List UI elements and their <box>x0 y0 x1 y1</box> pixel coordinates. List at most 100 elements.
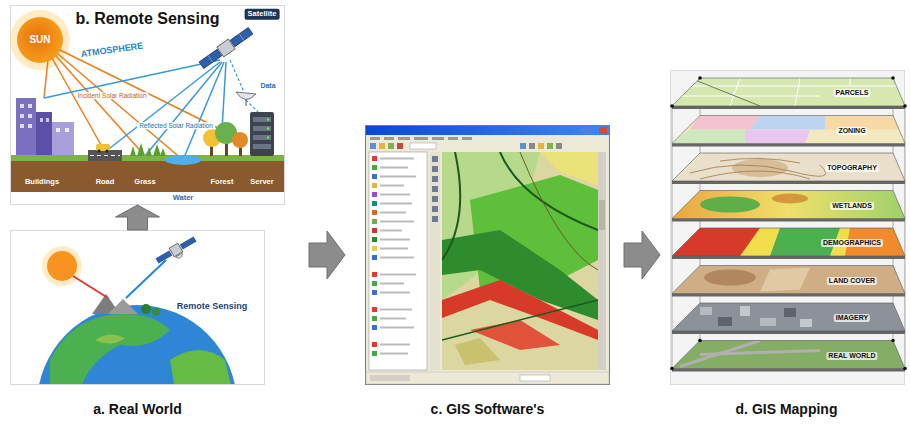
gis-software-screenshot <box>598 152 606 370</box>
gis-software-screenshot <box>430 152 440 370</box>
panel-caption: d. GIS Mapping <box>736 401 838 418</box>
layer-list <box>372 281 377 286</box>
figure-panel: b. Remote Sensing <box>10 5 285 205</box>
part-label: IMAGERY <box>834 314 870 322</box>
layer-zoning <box>672 116 899 144</box>
satellite-icon <box>176 253 184 260</box>
layer-list <box>380 344 410 346</box>
road-icon <box>88 150 122 161</box>
buildings-icon <box>16 98 74 160</box>
layer-land-cover <box>672 266 905 294</box>
layer-wetlands <box>672 191 905 219</box>
satellite-icon <box>230 28 253 47</box>
flow-arrow <box>309 231 345 279</box>
layer-parcels <box>672 106 905 109</box>
layer-zoning <box>672 116 905 147</box>
satellite-icon <box>199 49 222 68</box>
figure-panel: d. GIS Mapping <box>668 70 905 425</box>
layer-zoning <box>750 116 830 130</box>
flow-arrow <box>116 205 160 230</box>
layer-zoning <box>690 116 760 130</box>
gis-software-screenshot <box>432 176 438 182</box>
layer-parcels <box>676 96 820 97</box>
layer-list <box>380 239 410 241</box>
layer-list <box>380 353 408 355</box>
grass-icon <box>160 148 166 156</box>
figure-panel: a. Real World <box>10 230 265 425</box>
gis-software-screenshot <box>388 143 394 149</box>
layer-parcels <box>690 78 760 106</box>
layer-topography <box>672 153 905 181</box>
satellite-icon <box>180 236 197 249</box>
gis-software-screenshot <box>370 143 562 149</box>
layer-imagery <box>672 303 905 331</box>
layer-list <box>372 255 377 260</box>
grass-icon <box>153 144 161 156</box>
layer-list <box>372 192 377 197</box>
part-label: Data <box>260 82 275 90</box>
grass-icon <box>130 143 166 156</box>
layer-list <box>380 327 414 329</box>
reflected-rays <box>222 62 226 130</box>
layer-land-cover <box>672 266 905 297</box>
satellite-icon <box>155 250 172 263</box>
map-view <box>442 152 460 260</box>
satellite-icon <box>154 235 199 269</box>
layer-list <box>380 274 416 276</box>
gis-software-screenshot <box>432 156 438 222</box>
gis-software-screenshot <box>370 137 472 140</box>
layer-wetlands <box>700 197 760 213</box>
remote-sensing-illustration <box>11 6 285 205</box>
gis-software-screenshot <box>520 375 550 381</box>
buildings-icon <box>20 104 24 108</box>
layer-topography <box>700 171 810 179</box>
gis-software-screenshot <box>547 143 553 149</box>
gis-software-screenshot <box>520 143 526 149</box>
gis-software-screenshot <box>366 126 610 385</box>
layer-list <box>372 316 377 321</box>
part-label: Forest <box>211 178 234 187</box>
ground-band <box>11 155 284 192</box>
layer-list <box>372 307 377 312</box>
layer-list <box>372 174 377 179</box>
layer-imagery <box>800 319 812 327</box>
gis-software-screenshot <box>462 137 472 140</box>
part-label: REAL WORLD <box>826 351 877 359</box>
map-view <box>500 152 598 230</box>
part-label: DEMOGRAPHICS <box>821 239 883 247</box>
layer-zoning <box>672 116 905 144</box>
layer-imagery <box>672 331 905 334</box>
gis-software-screenshot <box>370 143 376 149</box>
part-label: SUN <box>29 34 50 46</box>
corner-dots <box>698 339 702 343</box>
gis-software-screenshot <box>556 143 562 149</box>
layer-list <box>372 246 377 251</box>
figure-panel: c. GIS Software's <box>365 125 610 425</box>
buildings-icon <box>28 124 32 128</box>
layer-imagery <box>740 306 750 316</box>
layer-list <box>372 351 377 356</box>
satellite-icon <box>208 56 213 63</box>
layer-real-world <box>672 341 905 369</box>
gis-software-screenshot <box>370 137 380 140</box>
layer-list <box>372 237 377 242</box>
gis-layer-stack <box>670 71 907 385</box>
sun-icon <box>47 251 77 281</box>
real-world-illustration <box>11 231 265 426</box>
part-label: Road <box>96 178 115 187</box>
gis-software-screenshot <box>369 152 427 370</box>
layer-list <box>380 194 410 196</box>
part-label: ZONING <box>836 126 867 134</box>
reflected-ray <box>126 260 166 298</box>
server-icon <box>253 135 271 140</box>
remote-sensing-illustration <box>10 6 285 205</box>
server-icon <box>253 117 271 122</box>
data-link <box>230 60 244 92</box>
layer-real-world <box>672 341 905 369</box>
satellite-icon <box>198 26 254 70</box>
gis-software-screenshot <box>538 143 544 149</box>
map-view <box>455 338 500 365</box>
layer-wetlands <box>672 191 905 222</box>
server-icon <box>267 127 269 129</box>
layer-list <box>372 342 377 347</box>
